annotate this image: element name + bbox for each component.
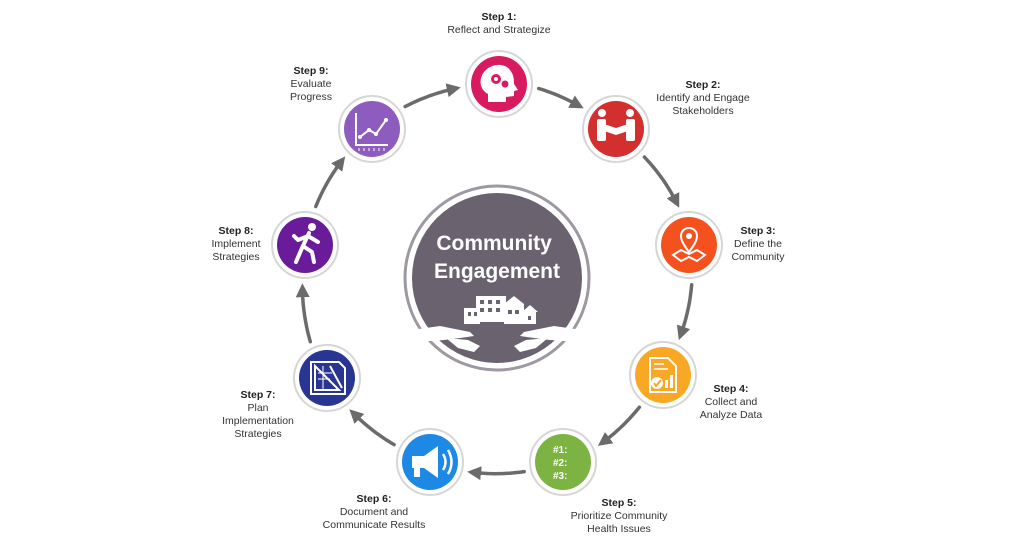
- step-7-text: Plan Implementation Strategies: [222, 402, 294, 440]
- step-6-node: [396, 428, 464, 496]
- step-7-label: Step 7: Plan Implementation Strategies: [222, 389, 294, 441]
- step-5-title: Step 5:: [601, 497, 637, 509]
- step-8-node: [271, 211, 339, 279]
- cycle-arrow: [349, 409, 396, 447]
- megaphone-icon: [412, 446, 453, 478]
- center-title: Community Engagement: [434, 232, 560, 283]
- step-6-title: Step 6:: [356, 493, 392, 505]
- step-7-node: [293, 344, 361, 412]
- priority-item-3: #3:: [553, 471, 567, 482]
- cycle-arrow: [597, 405, 642, 446]
- step-1-node: [465, 50, 533, 118]
- step-9-title: Step 9:: [293, 65, 329, 77]
- step-6-text: Document and Communicate Results: [322, 506, 426, 531]
- step-4-text: Collect and Analyze Data: [699, 396, 763, 421]
- cycle-arrows: [295, 83, 694, 481]
- step-9-circle: [344, 101, 400, 157]
- step-2-node: [582, 95, 650, 163]
- step-3-title: Step 3:: [740, 225, 776, 237]
- map-pin-icon: [671, 226, 707, 263]
- community-buildings-icon: [464, 296, 538, 324]
- cycle-arrow: [676, 283, 694, 341]
- step-6-label: Step 6: Document and Communicate Results: [323, 493, 426, 532]
- step-7-title: Step 7:: [240, 389, 276, 401]
- line-chart-icon: [355, 113, 388, 151]
- priority-list-icon: #1: #2: #3:: [553, 445, 567, 482]
- report-chart-icon: [649, 357, 677, 393]
- cycle-arrow: [536, 86, 584, 109]
- cycle-arrow: [295, 283, 313, 344]
- priority-item-2: #2:: [553, 458, 567, 469]
- step-8-title: Step 8:: [218, 225, 254, 237]
- step-4-title: Step 4:: [713, 383, 749, 395]
- step-5-text: Prioritize Community Health Issues: [570, 510, 668, 535]
- priority-item-1: #1:: [553, 445, 567, 456]
- step-3-text: Define the Community: [731, 238, 785, 263]
- step-3-circle: [661, 217, 717, 273]
- cycle-arrow: [642, 155, 680, 208]
- step-9-node: [338, 95, 406, 163]
- center-circle: [412, 193, 582, 363]
- step-9-label: Step 9: Evaluate Progress: [290, 65, 332, 104]
- step-2-text: Identify and Engage Stakeholders: [656, 92, 750, 117]
- step-2-label: Step 2: Identify and Engage Stakeholders: [656, 79, 749, 118]
- supporting-hands-icon: [412, 326, 582, 352]
- runner-icon: [292, 223, 320, 264]
- step-9-text: Evaluate Progress: [289, 78, 333, 103]
- step-1-title: Step 1:: [481, 11, 517, 23]
- step-4-node: [629, 341, 697, 409]
- step-3-label: Step 3: Define the Community: [731, 225, 784, 264]
- head-gears-icon: [480, 64, 518, 102]
- step-5-node: #1: #2: #3:: [529, 428, 597, 496]
- cycle-arrow: [403, 83, 461, 109]
- step-4-label: Step 4: Collect and Analyze Data: [700, 383, 762, 422]
- center-hub: Community Engagement: [403, 184, 591, 372]
- step-2-title: Step 2:: [685, 79, 721, 91]
- step-5-circle: [535, 434, 591, 490]
- blueprint-icon: [310, 361, 346, 395]
- cycle-arrow: [467, 466, 526, 481]
- cycle-arrow: [314, 156, 346, 209]
- step-1-label: Step 1: Reflect and Strategize: [447, 11, 550, 37]
- step-3-node: [655, 211, 723, 279]
- step-5-label: Step 5: Prioritize Community Health Issu…: [571, 497, 668, 536]
- step-8-text: Implement Strategies: [211, 238, 261, 263]
- step-1-text: Reflect and Strategize: [447, 24, 551, 36]
- step-4-circle: [635, 347, 691, 403]
- step-8-label: Step 8: Implement Strategies: [211, 225, 260, 264]
- handshake-icon: [597, 109, 635, 141]
